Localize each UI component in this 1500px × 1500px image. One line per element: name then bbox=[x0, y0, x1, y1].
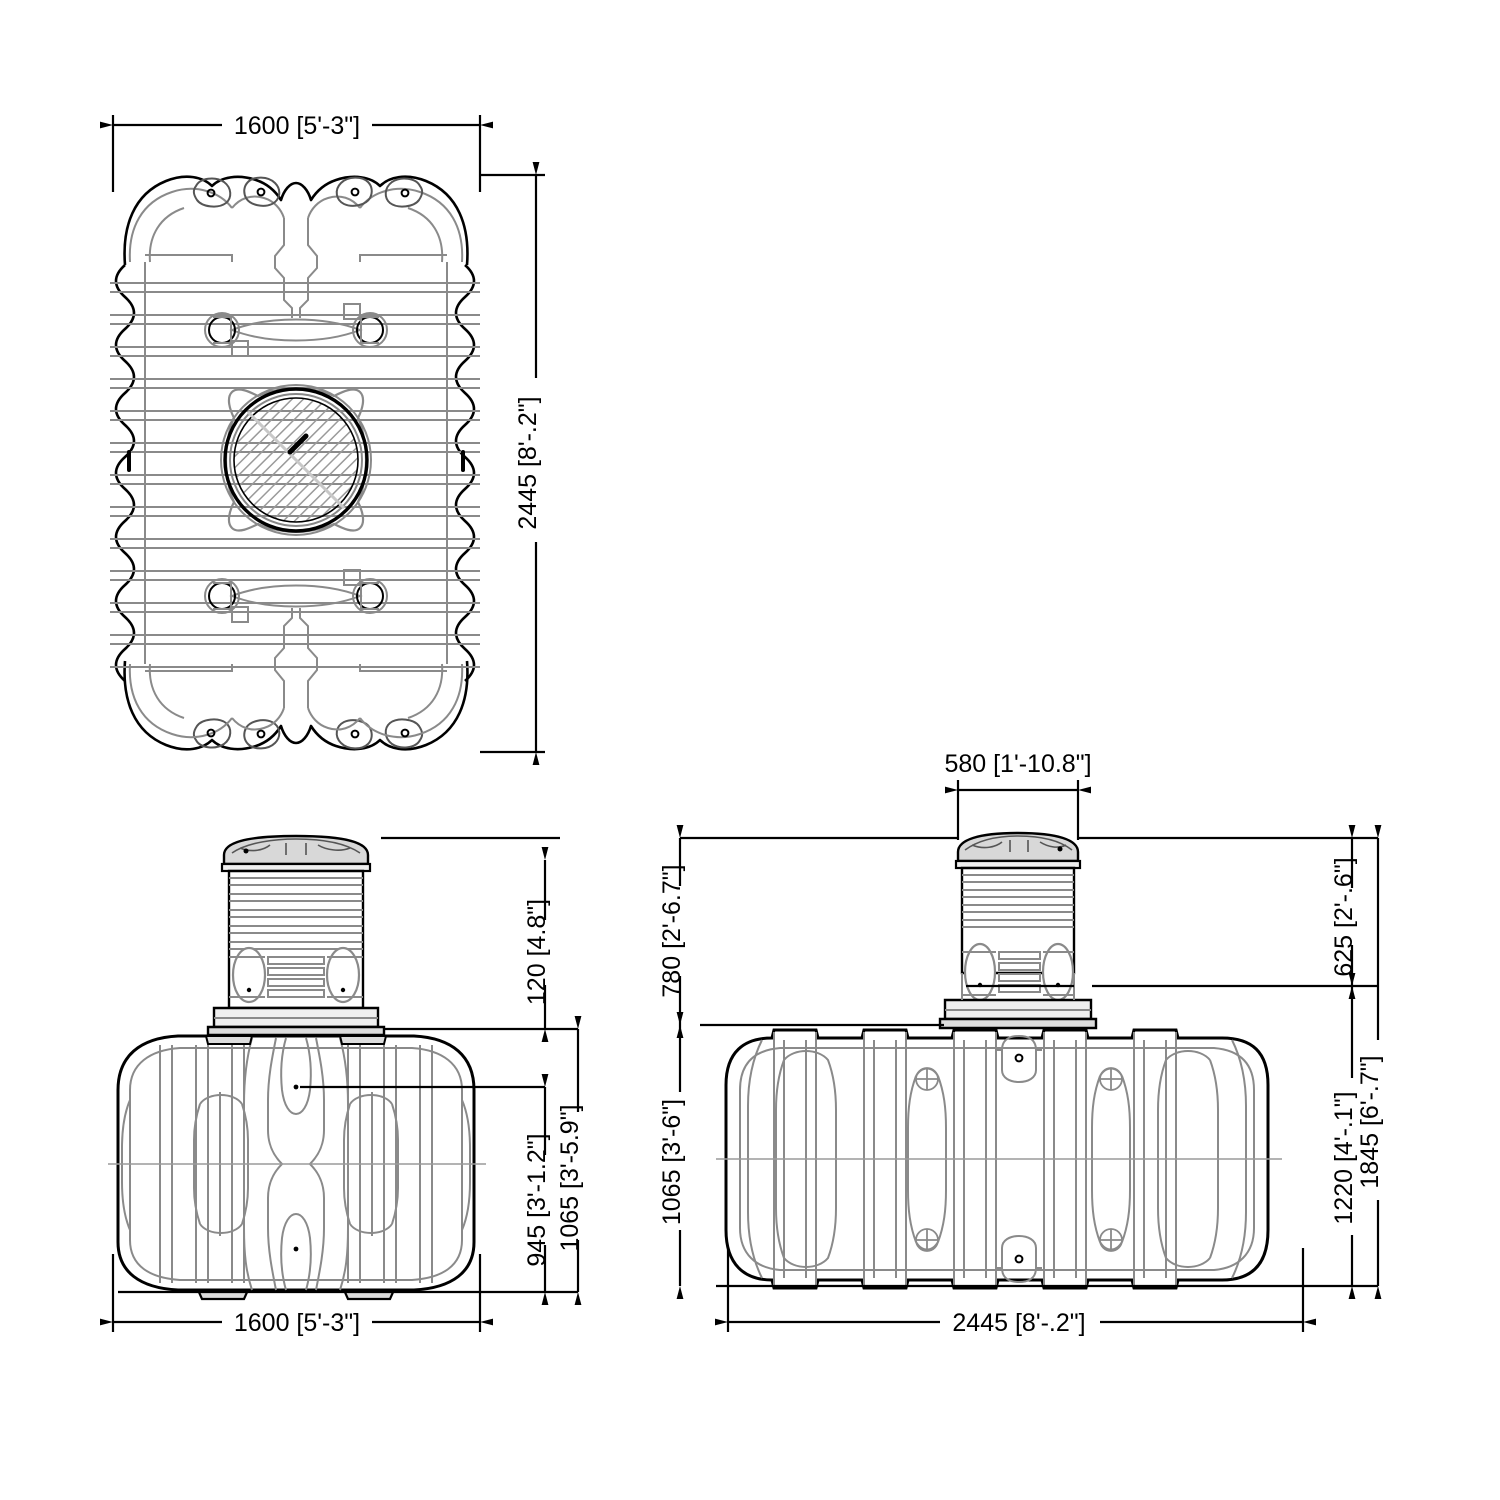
dimension-front-width: 1600 [5'-3"] bbox=[100, 1254, 493, 1337]
dimension-label-side-riser-top: 580 [1'-10.8"] bbox=[944, 750, 1091, 778]
dimension-side-upper-right: 625 [2'-.6"] bbox=[1330, 825, 1358, 999]
dimension-label-front-riser: 120 [4.8"] bbox=[523, 899, 551, 1005]
top-view-side-notches bbox=[127, 450, 465, 472]
top-view-body-outline bbox=[114, 175, 476, 751]
side-tank-body bbox=[716, 1028, 1282, 1290]
dimension-label-front-total: 1065 [3'-5.9"] bbox=[556, 1104, 584, 1251]
dimension-top-length: 2445 [8'-.2"] bbox=[480, 162, 545, 765]
dimension-front-body: 945 [3'-1.2"] bbox=[523, 1074, 551, 1305]
front-dimension-leaders bbox=[118, 836, 578, 1294]
dimension-label-side-length: 2445 [8'-.2"] bbox=[952, 1309, 1085, 1337]
top-view-dome-detail bbox=[128, 176, 464, 750]
dimension-top-width: 1600 [5'-3"] bbox=[100, 112, 493, 192]
dimension-label-top-length: 2445 [8'-.2"] bbox=[514, 396, 542, 529]
dimension-side-riser-top: 580 [1'-10.8"] bbox=[944, 750, 1092, 840]
top-view-lower-lug bbox=[204, 569, 388, 623]
dimension-side-riser-height: 780 [2'-6.7"] bbox=[658, 825, 686, 1038]
dimension-label-side-body-height: 1065 [3'-6"] bbox=[658, 1099, 686, 1225]
dimension-front-riser: 120 [4.8"] bbox=[523, 847, 551, 1042]
side-dimension-leaders bbox=[680, 836, 1378, 1288]
dimension-label-front-width: 1600 [5'-3"] bbox=[234, 1309, 360, 1337]
dimension-label-side-riser-height: 780 [2'-6.7"] bbox=[658, 864, 686, 997]
top-view-bolt-holes bbox=[206, 187, 410, 739]
top-view-upper-lug bbox=[204, 303, 388, 357]
dimension-label-top-width: 1600 [5'-3"] bbox=[234, 112, 360, 140]
top-view-manhole bbox=[220, 384, 372, 536]
dimension-label-side-total-height: 1845 [6'-.7"] bbox=[1356, 1055, 1384, 1188]
front-riser-neck bbox=[206, 834, 386, 1037]
side-view: 580 [1'-10.8"] 780 [2'-6.7"] 1065 [3'-6"… bbox=[658, 750, 1384, 1337]
dimension-front-total: 1065 [3'-5.9"] bbox=[556, 1016, 584, 1305]
dimension-side-body-height: 1065 [3'-6"] bbox=[658, 1012, 686, 1299]
dimension-side-total-height: 1845 [6'-.7"] bbox=[1356, 825, 1384, 1299]
front-tank-body bbox=[108, 1034, 486, 1301]
dimension-label-front-body: 945 [3'-1.2"] bbox=[523, 1133, 551, 1266]
top-view: 1600 [5'-3"] 2445 [8'-.2"] bbox=[100, 112, 545, 765]
dimension-label-side-upper-right: 625 [2'-.6"] bbox=[1330, 857, 1358, 976]
dimension-side-lower-right: 1220 [4'-.1"] bbox=[1330, 973, 1358, 1299]
front-view: 120 [4.8"] 945 [3'-1.2"] 1065 [3'-5.9"] … bbox=[100, 834, 584, 1337]
dimension-side-length: 2445 [8'-.2"] bbox=[715, 1248, 1316, 1337]
dimension-label-side-lower-right: 1220 [4'-.1"] bbox=[1330, 1091, 1358, 1224]
